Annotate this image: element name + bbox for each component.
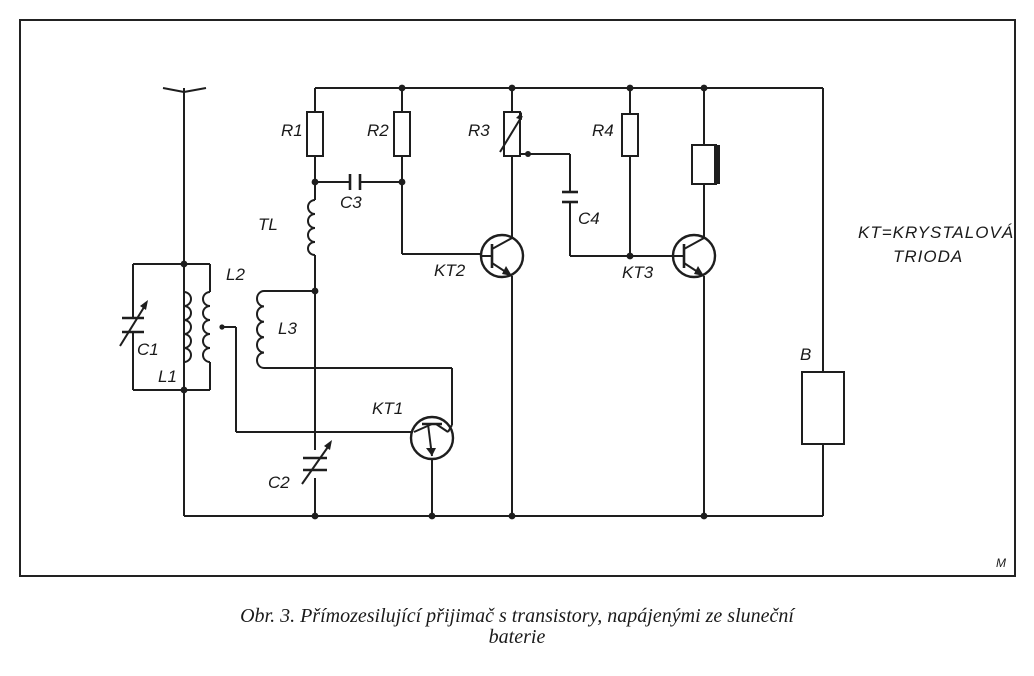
variable-capacitor-c1 [119,300,148,347]
label-r3: R3 [468,121,490,140]
resistor-r2 [393,111,411,157]
label-c2: C2 [268,473,290,492]
label-c4: C4 [578,209,600,228]
variable-capacitor-c2 [301,440,332,485]
caption-line2: baterie [488,626,546,648]
label-r1: R1 [281,121,303,140]
legend-line2: TRIODA [893,247,963,266]
label-b: B [800,345,811,364]
figure-caption: Obr. 3. Přímozesilující přijimač s trans… [0,606,1034,648]
diagram-frame [19,19,1016,577]
antenna-symbol [162,87,207,93]
inductor-l2 [202,291,225,363]
wires [132,87,824,517]
battery-b [801,371,845,445]
potentiometer-r3 [499,111,523,157]
label-l2: L2 [226,265,245,284]
label-l3: L3 [278,319,297,338]
label-tl: TL [258,215,278,234]
transistor-kt2 [479,233,525,279]
label-r2: R2 [367,121,389,140]
transistor-kt3 [671,233,717,279]
corner-mark: M [996,556,1006,570]
capacitor-c3 [348,174,362,190]
label-kt1: KT1 [372,399,403,418]
capacitor-c4 [562,190,578,204]
label-c1: C1 [137,340,159,359]
junction-dots [180,84,708,520]
inductor-l1 [183,291,192,363]
circuit-schematic: R1 R2 R3 R4 C3 C4 TL L2 L3 C1 L1 KT2 KT3… [19,19,1016,577]
label-l1: L1 [158,367,177,386]
transistor-kt1 [409,415,455,461]
inductor-l3 [256,290,265,369]
resistor-r4 [621,113,639,157]
label-c3: C3 [340,193,362,212]
label-kt3: KT3 [622,263,654,282]
label-kt2: KT2 [434,261,466,280]
label-r4: R4 [592,121,614,140]
inductor-tl [307,199,316,256]
legend-line1: KT=KRYSTALOVÁ [858,223,1014,242]
resistor-r1 [306,111,324,157]
caption-line1: Obr. 3. Přímozesilující přijimač s trans… [240,605,794,627]
earphone-icon [691,144,720,185]
